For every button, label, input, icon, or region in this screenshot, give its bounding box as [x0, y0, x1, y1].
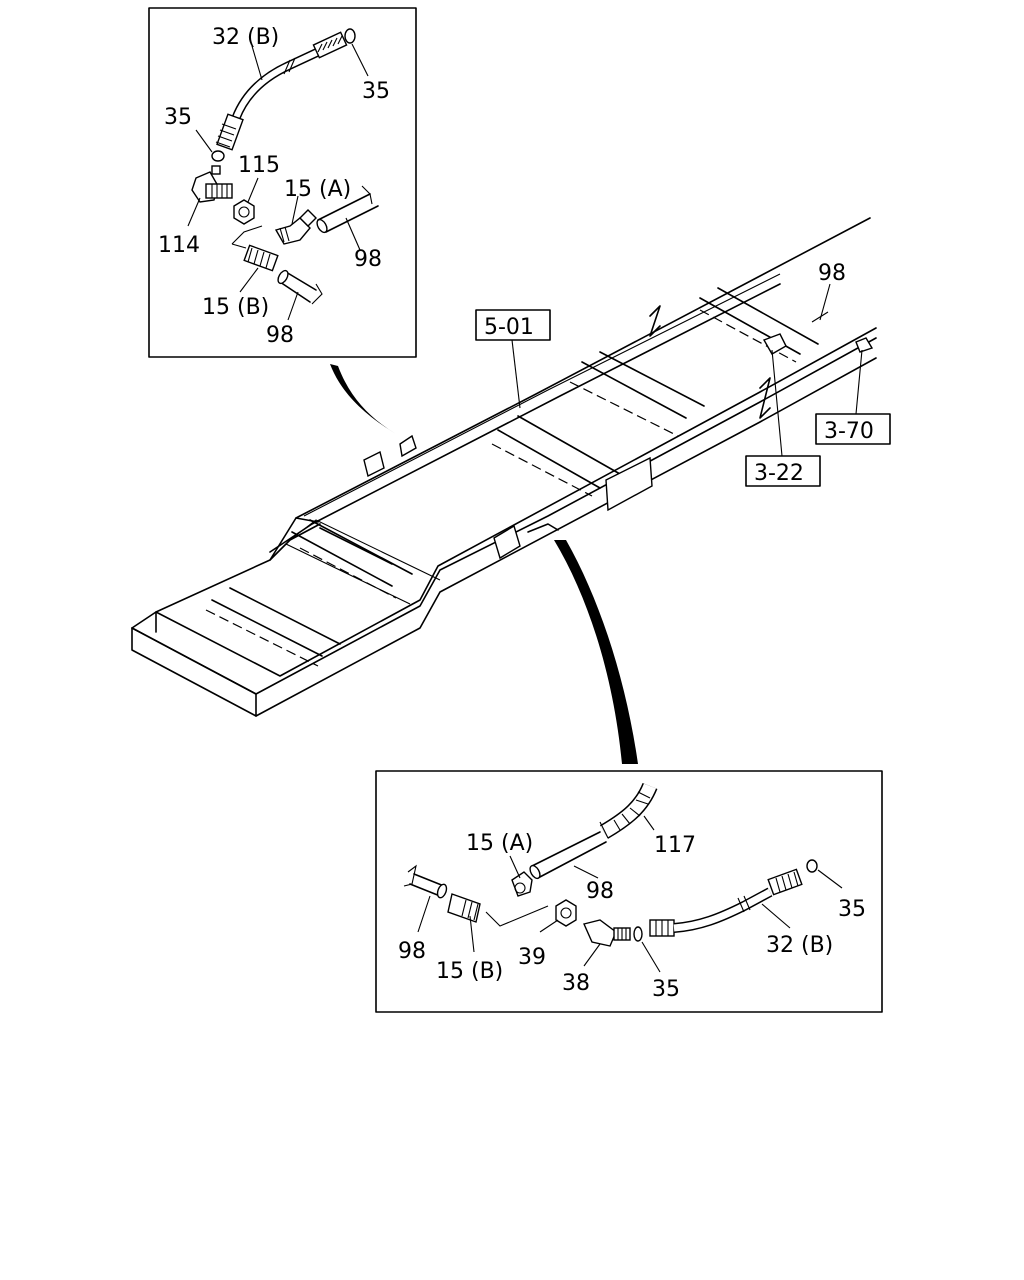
nut-39 [555, 899, 577, 927]
callout-98-main: 98 [818, 261, 846, 286]
tube-117 [599, 782, 658, 839]
tube-98-bottom-b [403, 864, 448, 899]
hose-32b-top [215, 31, 348, 151]
callout-15b-top: 15 (B) [202, 295, 269, 320]
callout-35-bottom-b: 35 [838, 897, 866, 922]
adapter-15b-bottom [447, 893, 481, 923]
ref-3-22: 3-22 [754, 461, 804, 486]
elbow-114 [191, 165, 233, 203]
callout-32b-top: 32 (B) [212, 25, 279, 50]
ref-box-5-01 [475, 309, 551, 341]
washer-35-bottom-a [633, 926, 643, 942]
callout-115: 115 [238, 153, 280, 178]
ref-3-70: 3-70 [824, 419, 874, 444]
callout-39: 39 [518, 945, 546, 970]
callout-98-bottom-a: 98 [586, 879, 614, 904]
callout-32b-bottom: 32 (B) [766, 933, 833, 958]
tube-98-top-a [316, 185, 379, 234]
adapter-15b-top [243, 244, 279, 272]
callout-98-top-b: 98 [266, 323, 294, 348]
callout-15a-top: 15 (A) [284, 177, 351, 202]
hose-32b-bottom [649, 868, 803, 937]
bottom-inset-frame [375, 770, 883, 1013]
callout-35-top-b: 35 [164, 105, 192, 130]
ref-box-3-22 [745, 455, 821, 487]
washer-35-bottom-b [806, 859, 818, 873]
callout-117: 117 [654, 833, 696, 858]
ref-5-01: 5-01 [484, 315, 534, 340]
callout-98-top-a: 98 [354, 247, 382, 272]
callout-15a-bottom: 15 (A) [466, 831, 533, 856]
washer-35-top-a [344, 28, 356, 44]
bottom-inset: 117 15 (A) 98 35 98 39 15 (B) 32 (B) 38 … [375, 770, 883, 1013]
top-inset: 32 (B) 35 35 115 15 (A) 114 98 15 (B) 98 [148, 7, 417, 358]
nut-115 [233, 199, 255, 225]
elbow-15a-top [274, 209, 317, 245]
pointer-bottom [554, 540, 638, 764]
ref-box-3-70 [815, 413, 891, 445]
pointer-top [330, 364, 396, 434]
callout-35-top-a: 35 [362, 79, 390, 104]
tube-98-top-b [277, 269, 323, 305]
elbow-15a-bottom [511, 871, 533, 897]
elbow-38 [583, 919, 631, 947]
tube-98-bottom-a [529, 831, 607, 880]
callout-38: 38 [562, 971, 590, 996]
top-inset-frame [148, 7, 417, 358]
callout-114: 114 [158, 233, 200, 258]
washer-35-top-b [211, 150, 225, 162]
callout-35-bottom-a: 35 [652, 977, 680, 1002]
chassis-frame [131, 217, 877, 717]
callout-15b-bottom: 15 (B) [436, 959, 503, 984]
callout-98-bottom-b: 98 [398, 939, 426, 964]
